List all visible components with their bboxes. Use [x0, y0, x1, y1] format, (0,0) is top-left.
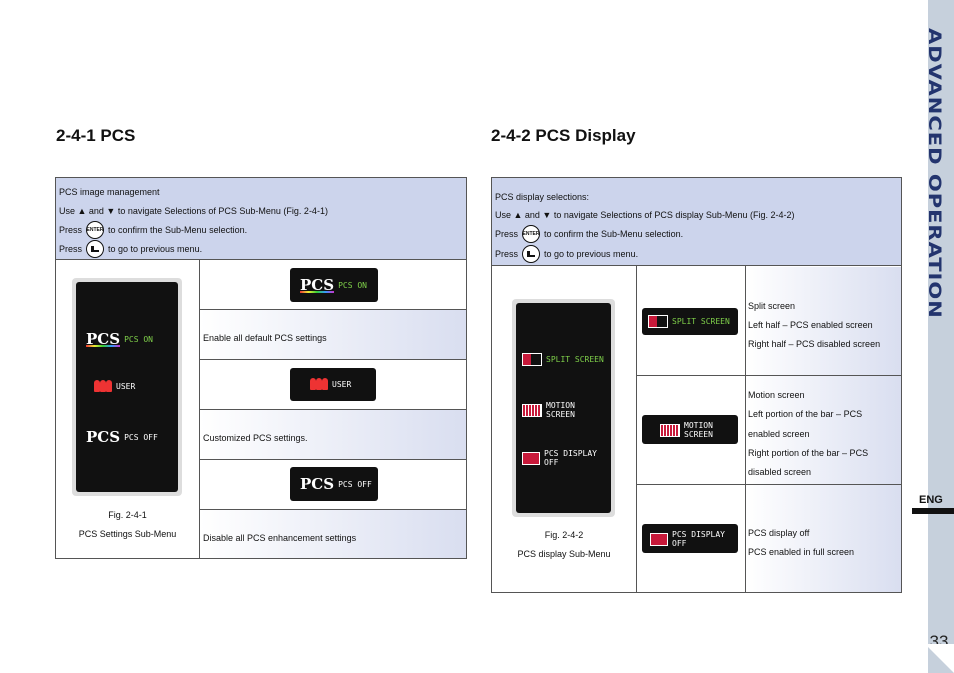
- return-icon: [86, 240, 105, 258]
- figure-label: Fig. 2-4-1: [108, 510, 147, 520]
- section-title: ADVANCED OPERATION: [924, 28, 945, 319]
- pcs-display-table: PCS display selections: Use ▲ and ▼ to n…: [491, 177, 902, 593]
- user-sample: USER: [290, 368, 376, 401]
- header-line: Press ENTER to confirm the Sub-Menu sele…: [59, 221, 247, 239]
- split-desc: Left half – PCS enabled screen: [748, 320, 873, 330]
- left-heading: 2-4-1 PCS: [56, 126, 136, 145]
- page-corner: [925, 644, 954, 673]
- user-description: Customized PCS settings.: [203, 433, 308, 443]
- pcs-table-header: PCS image management Use ▲ and ▼ to navi…: [56, 178, 466, 260]
- pcs-display-off-sample: PCS DISPLAY OFF: [642, 524, 738, 553]
- pcs-table: PCS image management Use ▲ and ▼ to navi…: [55, 177, 467, 559]
- pcs-display-table-header: PCS display selections: Use ▲ and ▼ to n…: [492, 178, 901, 266]
- header-line: Use ▲ and ▼ to navigate Selections of PC…: [59, 206, 328, 216]
- motion-desc: enabled screen: [748, 429, 810, 439]
- osd-item-pcs-on: PCS PCS ON: [86, 330, 153, 348]
- display-off-desc: PCS enabled in full screen: [748, 547, 855, 557]
- header-line: PCS display selections:: [495, 192, 590, 202]
- pcs-display-osd-menu: SPLIT SCREEN MOTION SCREEN PCS DISPLAY O…: [516, 303, 611, 513]
- header-line: Use ▲ and ▼ to navigate Selections of PC…: [495, 210, 795, 220]
- osd-item-motion-screen: MOTION SCREEN: [522, 401, 575, 419]
- motion-screen-icon: [522, 403, 542, 417]
- display-off-desc: PCS display off: [748, 528, 810, 538]
- display-off-icon: [650, 532, 668, 546]
- motion-desc: Motion screen: [748, 390, 805, 400]
- motion-desc: disabled screen: [748, 467, 812, 477]
- language-label: ENG: [919, 494, 943, 506]
- header-line: Press ENTER to confirm the Sub-Menu sele…: [495, 225, 683, 243]
- split-screen-icon: [648, 315, 668, 328]
- pcs-osd-menu: PCS PCS ON USER PCS PCS OFF: [76, 282, 178, 492]
- split-desc: Split screen: [748, 301, 796, 311]
- pcs-logo-icon: PCS: [86, 330, 121, 348]
- osd-item-split-screen: SPLIT SCREEN: [522, 353, 604, 366]
- language-divider: [912, 508, 954, 514]
- motion-screen-sample: MOTION SCREEN: [642, 415, 738, 444]
- motion-desc: Right portion of the bar – PCS: [748, 448, 869, 458]
- side-bar: [928, 0, 954, 673]
- osd-item-user: USER: [94, 380, 135, 392]
- motion-desc: Left portion of the bar – PCS: [748, 409, 863, 419]
- user-icon: [310, 378, 328, 390]
- pcs-off-sample: PCS PCS OFF: [290, 467, 378, 501]
- figure-label: Fig. 2-4-2: [544, 530, 584, 540]
- header-line: PCS image management: [59, 187, 160, 197]
- pcs-on-sample: PCS PCS ON: [290, 268, 378, 302]
- display-off-icon: [522, 451, 540, 465]
- split-desc: Right half – PCS disabled screen: [748, 339, 881, 349]
- enter-icon: ENTER: [86, 221, 105, 239]
- pcs-logo-icon: PCS: [86, 428, 121, 446]
- user-icon: [94, 380, 112, 392]
- osd-item-pcs-display-off: PCS DISPLAY OFF: [522, 449, 597, 467]
- split-screen-icon: [522, 353, 542, 366]
- pcs-logo-icon: PCS: [300, 475, 335, 493]
- right-heading: 2-4-2 PCS Display: [491, 126, 636, 145]
- return-icon: [522, 245, 541, 263]
- split-screen-sample: SPLIT SCREEN: [642, 308, 738, 335]
- pcs-logo-icon: PCS: [300, 276, 335, 294]
- header-line: Press to go to previous menu.: [495, 245, 638, 263]
- figure-caption: PCS display Sub-Menu: [517, 549, 611, 559]
- motion-screen-icon: [660, 423, 680, 437]
- figure-caption: PCS Settings Sub-Menu: [78, 529, 177, 539]
- pcs-off-description: Disable all PCS enhancement settings: [203, 533, 357, 543]
- pcs-on-description: Enable all default PCS settings: [203, 333, 327, 343]
- enter-icon: ENTER: [522, 225, 541, 243]
- header-line: Press to go to previous menu.: [59, 240, 202, 258]
- osd-item-pcs-off: PCS PCS OFF: [86, 428, 158, 446]
